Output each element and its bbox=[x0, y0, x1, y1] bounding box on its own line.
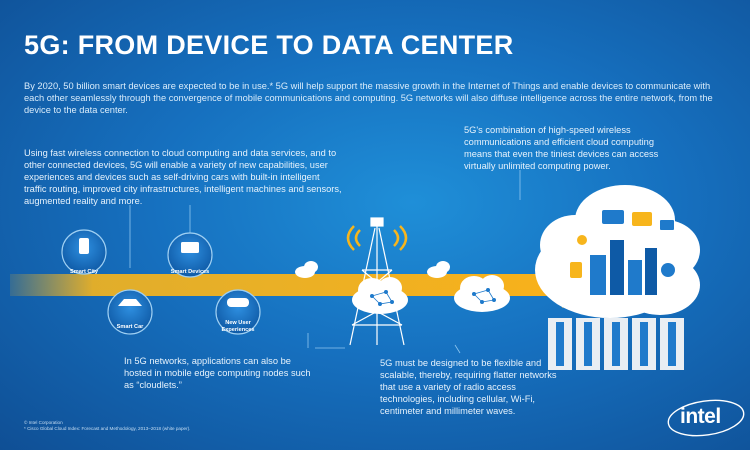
traffic-light-icon bbox=[79, 238, 89, 254]
devices-icon bbox=[181, 242, 199, 253]
wifi-signal-left-icon bbox=[346, 225, 361, 251]
footnote-source: * Cisco Global Cloud Index: Forecast and… bbox=[24, 426, 191, 431]
intro-paragraph: By 2020, 50 billion smart devices are ex… bbox=[24, 81, 713, 115]
badge-label-new-user-experiences: New User Experiences bbox=[221, 320, 255, 333]
badge-label-smart-devices: Smart Devices bbox=[170, 269, 210, 275]
page-title: 5G: FROM DEVICE TO DATA CENTER bbox=[24, 30, 514, 60]
edge-computing-paragraph: In 5G networks, applications can also be… bbox=[124, 356, 311, 390]
vr-headset-icon bbox=[227, 298, 249, 307]
wifi-signal-right-icon bbox=[393, 225, 408, 251]
badge-new-user-experiences bbox=[215, 289, 261, 335]
server-rack-icon bbox=[548, 318, 684, 370]
car-icon bbox=[118, 299, 142, 306]
intel-logo-ring bbox=[667, 399, 745, 437]
intel-logo: intel bbox=[680, 405, 721, 428]
capabilities-paragraph: Using fast wireless connection to cloud … bbox=[24, 148, 342, 206]
cloud-computing-paragraph: 5G's combination of high-speed wireless … bbox=[464, 125, 659, 171]
badge-label-smart-city: Smart City bbox=[70, 269, 98, 275]
cloudlet-icon bbox=[295, 261, 450, 278]
footnote-corporation: © Intel Corporation bbox=[24, 420, 63, 425]
footnotes: © Intel Corporation * Cisco Global Cloud… bbox=[24, 420, 324, 432]
badge-smart-car bbox=[107, 289, 153, 335]
badge-smart-city bbox=[61, 229, 107, 275]
radio-access-paragraph: 5G must be designed to be flexible and s… bbox=[380, 358, 557, 416]
city-devices-icon bbox=[570, 210, 675, 295]
badge-label-smart-car: Smart Car bbox=[116, 324, 144, 330]
badge-smart-devices bbox=[167, 232, 213, 278]
cloudlet-large-icon bbox=[352, 275, 510, 314]
